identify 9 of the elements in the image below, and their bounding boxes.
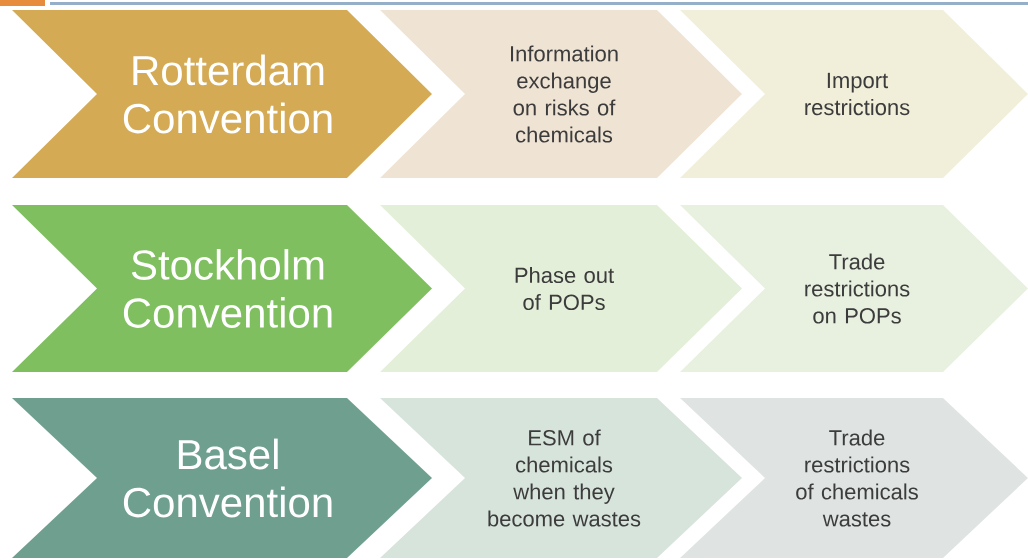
process-step: Information exchange on risks of chemicals bbox=[380, 10, 742, 178]
process-step: Trade restrictions on POPs bbox=[680, 205, 1028, 372]
process-step: Import restrictions bbox=[680, 10, 1028, 178]
process-step: Basel Convention bbox=[12, 398, 432, 558]
process-step: Phase out of POPs bbox=[380, 205, 742, 372]
process-step: ESM of chemicals when they become wastes bbox=[380, 398, 742, 558]
process-step: Rotterdam Convention bbox=[12, 10, 432, 178]
process-step: Stockholm Convention bbox=[12, 205, 432, 372]
process-step: Trade restrictions of chemicals wastes bbox=[680, 398, 1028, 558]
